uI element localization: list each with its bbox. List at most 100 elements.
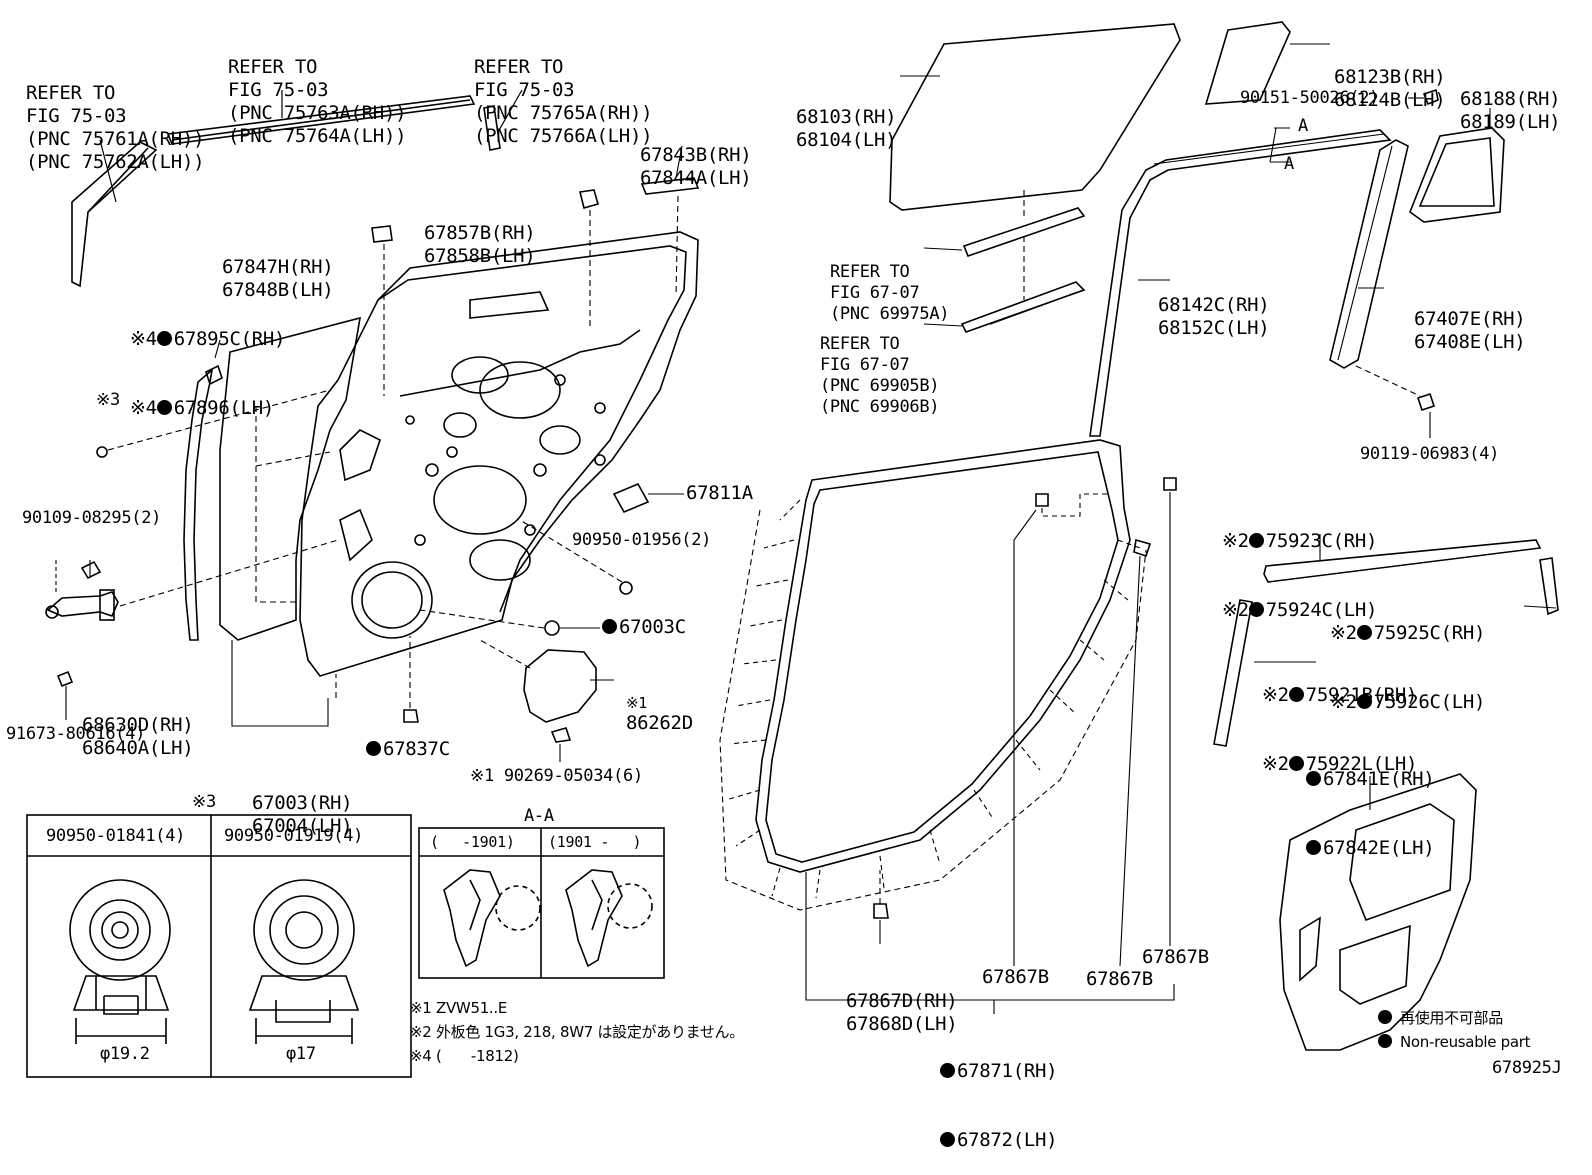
clip-67857 [579,189,599,209]
label-67867b-3: 67867B [1142,946,1209,968]
door-glass [889,23,1181,211]
table-col2-dim: φ17 [286,1044,316,1064]
pad-67811 [612,482,650,514]
label-67837: 67837C [366,738,450,761]
clip-67847 [371,225,393,243]
label-67857: 67857B(RH)67858B(LH) [424,222,536,267]
nonreusable-dot [1356,694,1372,709]
label-90950-01956: 90950-01956(2) [572,530,712,550]
clip-67867b-3 [1163,477,1177,491]
section-aa-col2: (1901 - ) [548,833,642,851]
label-67003c: 67003C [602,616,686,639]
label-90269: ※1 90269-05034(6) [470,766,643,786]
section-a-a [418,827,665,979]
nonreusable-dot [602,619,617,634]
label-67871: 67871(RH) 67872(LH) [940,1014,1058,1175]
belt-weatherstrip-inner [962,207,1086,258]
table-mark: ※3 [192,792,216,812]
nonreusable-dot [940,1063,955,1078]
nonreusable-dot [1248,602,1264,617]
pillar-molding-rear [483,105,501,151]
quarter-glass [1204,21,1291,105]
service-hole-cover [523,649,597,723]
quarter-window-frame [1409,127,1505,223]
nut-90950 [619,581,633,595]
bolt-90109 [80,560,102,580]
bolt-90119 [1416,392,1436,412]
label-67843: 67843B(RH)67844A(LH) [640,144,752,189]
table-col1-part: 90950-01841(4) [46,826,186,846]
label-arrow-a1: A [1298,116,1308,136]
section-aa-title: A-A [524,806,554,826]
nonreusable-dot [940,1132,955,1147]
label-68188: 68188(RH)68189(LH) [1460,88,1561,133]
glass-run [1089,129,1392,437]
rear-door-panel [299,231,699,677]
label-68103: 68103(RH)68104(LH) [796,106,897,151]
upper-belt-molding [166,95,476,145]
door-weatherstrip [719,439,1147,911]
label-90109: 90109-08295(2) [22,508,162,528]
nonreusable-dot [156,331,172,346]
upper-garnish [1263,539,1542,583]
label-arrow-a2: A [1284,154,1294,174]
door-trim-panel [1279,773,1477,1051]
legend-dot-jp [1378,1010,1392,1024]
nonreusable-dot [1248,533,1264,548]
door-edge-seal [183,367,214,641]
footnote-1: ※1 ZVW51..E [410,999,508,1017]
label-90119: 90119-06983(4) [1360,444,1500,464]
belt-weatherstrip-outer [960,281,1086,333]
label-91673: 91673-80616(4) [6,724,146,744]
footnote-4: ※4 ( -1812) [410,1047,519,1065]
clip-67843 [640,177,700,195]
screw-90151 [1422,88,1439,106]
nonreusable-dot [156,400,172,415]
rear-garnish [1539,557,1559,616]
division-bar [1329,139,1409,369]
nonreusable-dot [1288,687,1304,702]
legend-dot-en [1378,1034,1392,1048]
door-check [45,589,119,621]
nut-67003c [544,620,560,636]
label-67811: 67811A [686,482,753,504]
footnote-2: ※2 外板色 1G3, 218, 8W7 は設定がありません。 [410,1023,744,1041]
grommet-table [26,814,412,1078]
table-col2-part: 90950-01919(4) [224,826,364,846]
table-col1-dim: φ19.2 [100,1044,150,1064]
label-67867b-2: 67867B [1086,968,1153,990]
bolt-91673 [56,670,74,688]
nonreusable-dot [366,741,381,756]
pillar-molding-front [71,141,158,288]
grommet-note3 [96,446,108,458]
label-67867d: 67867D(RH)67868D(LH) [846,990,958,1035]
label-68123: 68123B(RH)68124B(LH) [1334,66,1446,111]
label-67407: 67407E(RH)67408E(LH) [1414,308,1526,353]
label-68142: 68142C(RH)68152C(LH) [1158,294,1270,339]
clip-67867d [873,903,889,919]
parts-diagram [26,21,1559,1078]
clip-67867b-2 [1133,538,1152,558]
nonreusable-dot [1306,771,1321,786]
clip-67895 [205,364,223,386]
legend-en: Non-reusable part [1400,1033,1531,1051]
clip-67837 [403,709,419,723]
label-68630: 68630D(RH)68640A(LH) [82,714,194,759]
door-trim-sheet [219,316,361,641]
label-note3: ※3 [96,390,120,410]
label-90151: 90151-50026(2) [1240,88,1380,108]
nonreusable-dot [1288,756,1304,771]
label-67867b-1: 67867B [982,966,1049,988]
legend-jp: 再使用不可部品 [1400,1009,1503,1027]
diagram-code: 678925J [1492,1058,1562,1078]
